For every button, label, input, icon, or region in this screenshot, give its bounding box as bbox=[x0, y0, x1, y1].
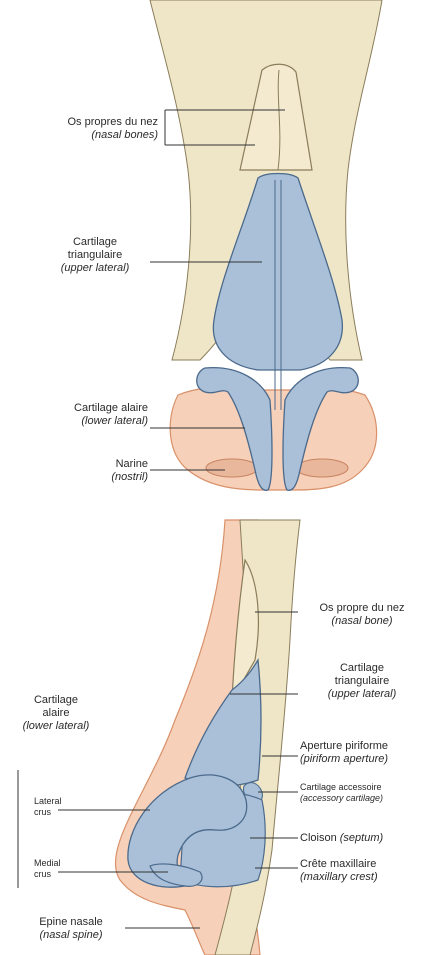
label-lateral-upper-lateral-fr2: triangulaire bbox=[300, 675, 424, 688]
label-lateral-crus: Lateral crus bbox=[34, 796, 62, 818]
label-nasal-spine-en: (nasal spine) bbox=[16, 929, 126, 942]
frontal-view bbox=[150, 0, 382, 490]
label-accessory-cartilage-fr: Cartilage accessoire bbox=[300, 782, 383, 793]
label-lateral-crus-l2: crus bbox=[34, 807, 62, 818]
label-maxillary-crest-en: (maxillary crest) bbox=[300, 871, 378, 884]
frontal-right-nostril bbox=[296, 459, 348, 477]
label-accessory-cartilage-en: (accessory cartilage) bbox=[300, 793, 383, 804]
label-lateral-upper-lateral: Cartilage triangulaire (upper lateral) bbox=[300, 662, 424, 701]
label-medial-crus-l2: crus bbox=[34, 869, 61, 880]
label-medial-crus: Medial crus bbox=[34, 858, 61, 880]
label-lateral-lower-lateral: Cartilage alaire (lower lateral) bbox=[0, 694, 112, 733]
label-frontal-upper-lateral-fr1: Cartilage bbox=[40, 236, 150, 249]
label-accessory-cartilage: Cartilage accessoire (accessory cartilag… bbox=[300, 782, 383, 804]
label-lateral-lower-lateral-fr2: alaire bbox=[0, 707, 112, 720]
label-frontal-lower-lateral: Cartilage alaire (lower lateral) bbox=[0, 402, 148, 428]
label-lateral-upper-lateral-fr1: Cartilage bbox=[300, 662, 424, 675]
label-nasal-bones: Os propres du nez (nasal bones) bbox=[0, 116, 158, 142]
label-septum-fr: Cloison bbox=[300, 832, 337, 844]
label-nasal-bone: Os propre du nez (nasal bone) bbox=[300, 602, 424, 628]
label-nasal-bone-en: (nasal bone) bbox=[300, 615, 424, 628]
frontal-nose-skin bbox=[170, 388, 376, 490]
label-septum: Cloison (septum) bbox=[300, 832, 383, 845]
label-frontal-lower-lateral-fr: Cartilage alaire bbox=[0, 402, 148, 415]
label-nostril-en: (nostril) bbox=[60, 471, 148, 484]
label-lateral-upper-lateral-en: (upper lateral) bbox=[300, 688, 424, 701]
label-nasal-spine: Epine nasale (nasal spine) bbox=[16, 916, 126, 942]
frontal-left-nostril bbox=[206, 459, 258, 477]
label-nasal-bones-fr: Os propres du nez bbox=[0, 116, 158, 129]
label-frontal-upper-lateral-fr2: triangulaire bbox=[40, 249, 150, 262]
label-nasal-spine-fr: Epine nasale bbox=[16, 916, 126, 929]
label-piriform-aperture-fr: Aperture piriforme bbox=[300, 740, 388, 753]
label-maxillary-crest-fr: Crête maxillaire bbox=[300, 858, 378, 871]
label-medial-crus-l1: Medial bbox=[34, 858, 61, 869]
label-nasal-bone-fr: Os propre du nez bbox=[300, 602, 424, 615]
label-nasal-bones-en: (nasal bones) bbox=[0, 129, 158, 142]
label-nostril: Narine (nostril) bbox=[60, 458, 148, 484]
label-lateral-crus-l1: Lateral bbox=[34, 796, 62, 807]
label-lateral-lower-lateral-fr1: Cartilage bbox=[0, 694, 112, 707]
lateral-view bbox=[18, 520, 300, 955]
label-maxillary-crest: Crête maxillaire (maxillary crest) bbox=[300, 858, 378, 884]
label-piriform-aperture-en: (piriform aperture) bbox=[300, 753, 388, 766]
label-frontal-lower-lateral-en: (lower lateral) bbox=[0, 415, 148, 428]
label-frontal-upper-lateral-en: (upper lateral) bbox=[40, 262, 150, 275]
label-septum-en: (septum) bbox=[340, 832, 383, 844]
label-frontal-upper-lateral: Cartilage triangulaire (upper lateral) bbox=[40, 236, 150, 275]
label-nostril-fr: Narine bbox=[60, 458, 148, 471]
label-piriform-aperture: Aperture piriforme (piriform aperture) bbox=[300, 740, 388, 766]
label-lateral-lower-lateral-en: (lower lateral) bbox=[0, 720, 112, 733]
